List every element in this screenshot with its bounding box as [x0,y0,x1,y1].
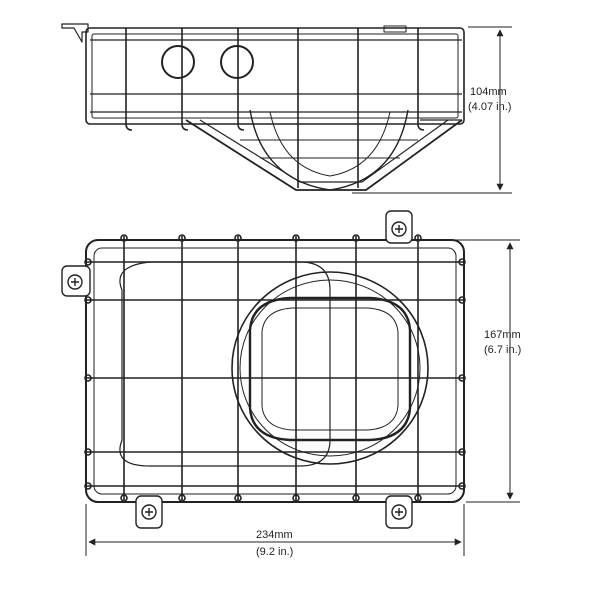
depth-dimension [418,239,520,503]
mounting-tab-top-right [385,210,413,244]
knockout-hole-icon [220,45,254,79]
height-metric-label: 104mm [470,86,507,98]
width-metric-label: 234mm [256,529,293,541]
height-dimension [352,26,512,194]
side-view [61,23,465,191]
mounting-tab-left [61,265,91,297]
width-dimension [85,504,465,556]
mounting-tab-bottom-right [385,495,413,529]
mounting-tab-bottom-left [135,495,163,529]
width-imperial-label: (9.2 in.) [256,546,293,558]
guard-frame [85,239,465,503]
depth-metric-label: 167mm [484,329,521,341]
screw-icon [145,508,153,516]
screw-icon [395,225,403,233]
screw-icon [71,278,79,286]
depth-imperial-label: (6.7 in.) [484,344,521,356]
knockout-hole-icon [161,45,195,79]
front-view [84,234,466,503]
housing-outline [85,27,465,125]
screw-icon [395,508,403,516]
height-imperial-label: (4.07 in.) [468,101,511,113]
